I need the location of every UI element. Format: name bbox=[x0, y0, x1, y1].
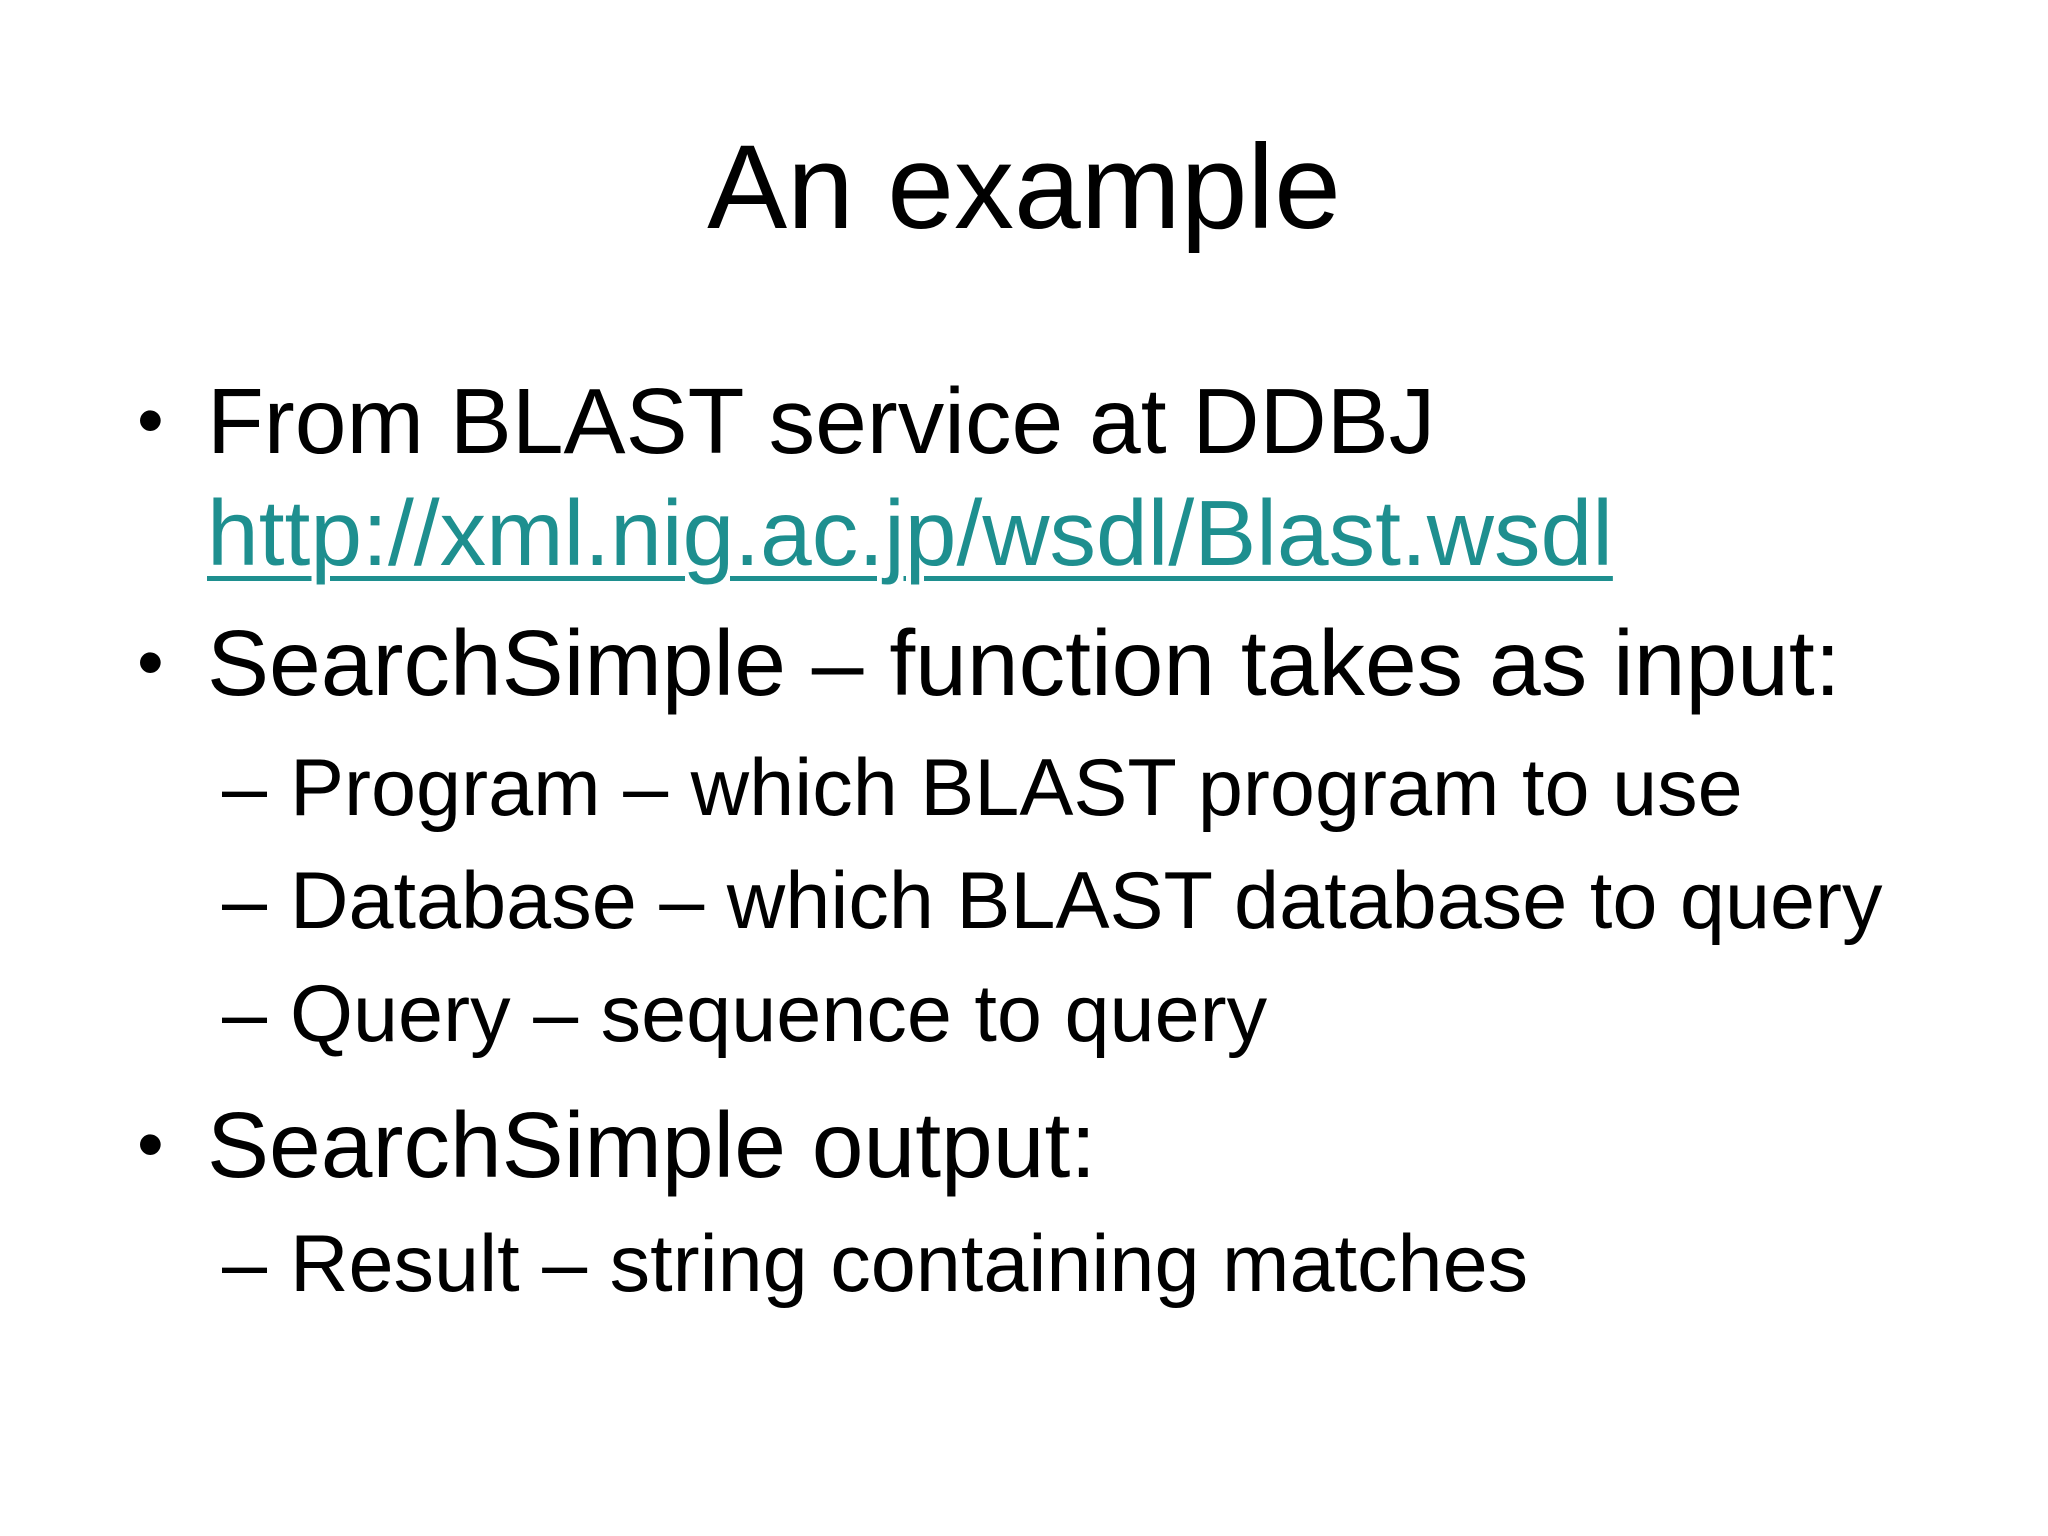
bullet-item-searchsimple-output: • SearchSimple output: bbox=[137, 1089, 1978, 1201]
bullet-text-line: From BLAST service at DDBJ bbox=[207, 369, 1436, 473]
bullet-text-line: SearchSimple – function takes as input: bbox=[207, 611, 1841, 715]
slide-title: An example bbox=[707, 120, 1341, 254]
bullet-dot-icon: • bbox=[137, 620, 164, 705]
bullet-text-line: SearchSimple output: bbox=[207, 1093, 1097, 1197]
sub-bullet-text-line: Query – sequence to query bbox=[290, 969, 1268, 1059]
sub-bullet-group-input: – Program – which BLAST program to use –… bbox=[137, 732, 1978, 1071]
dash-bullet-icon: – bbox=[222, 1219, 268, 1309]
wsdl-hyperlink[interactable]: http://xml.nig.ac.jp/wsdl/Blast.wsdl bbox=[207, 481, 1613, 585]
slide-body: • From BLAST service at DDBJ http://xml.… bbox=[137, 365, 1978, 1321]
bullet-dot-icon: • bbox=[137, 1102, 164, 1187]
bullet-item-searchsimple-input: • SearchSimple – function takes as input… bbox=[137, 607, 1978, 719]
sub-bullet-item-program: – Program – which BLAST program to use bbox=[137, 732, 1978, 845]
sub-bullet-text-line: Database – which BLAST database to query bbox=[290, 856, 1883, 946]
link-line: http://xml.nig.ac.jp/wsdl/Blast.wsdl bbox=[207, 477, 1978, 589]
sub-bullet-item-result: – Result – string containing matches bbox=[137, 1208, 1978, 1321]
bullet-item-blast-service: • From BLAST service at DDBJ http://xml.… bbox=[137, 365, 1978, 589]
dash-bullet-icon: – bbox=[222, 743, 268, 833]
dash-bullet-icon: – bbox=[222, 969, 268, 1059]
sub-bullet-group-output: – Result – string containing matches bbox=[137, 1208, 1978, 1321]
sub-bullet-text-line: Result – string containing matches bbox=[290, 1219, 1529, 1309]
sub-bullet-item-database: – Database – which BLAST database to que… bbox=[137, 845, 1978, 958]
sub-bullet-text-line: Program – which BLAST program to use bbox=[290, 743, 1743, 833]
bullet-dot-icon: • bbox=[137, 378, 164, 463]
sub-bullet-item-query: – Query – sequence to query bbox=[137, 958, 1978, 1071]
dash-bullet-icon: – bbox=[222, 856, 268, 946]
bullet-text-block: From BLAST service at DDBJ http://xml.ni… bbox=[207, 365, 1978, 589]
